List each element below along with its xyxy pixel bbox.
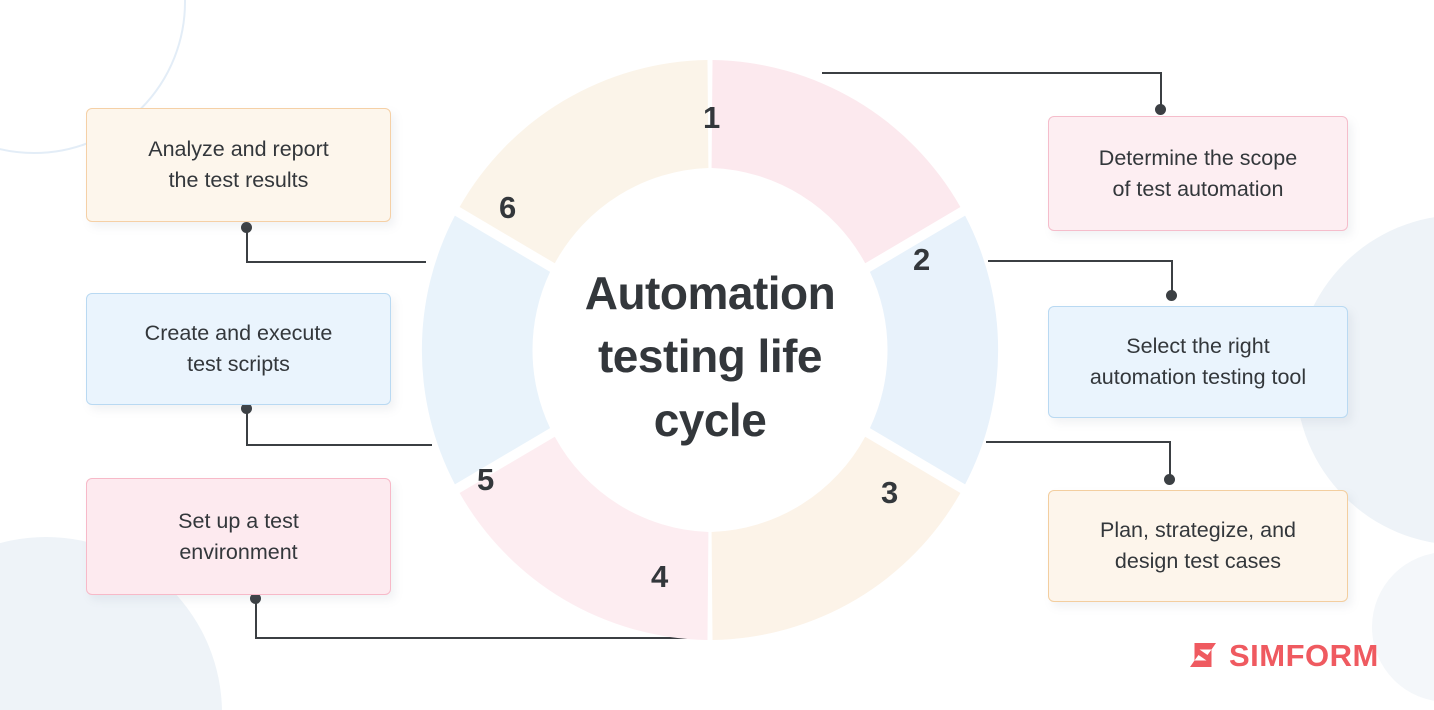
- donut-chart: 1 2 3 4 5 6: [420, 60, 1000, 640]
- connector-dot-step-3: [1164, 474, 1175, 485]
- connector-dot-step-6: [241, 222, 252, 233]
- step-box-6-label: Analyze and report the test results: [148, 134, 328, 195]
- donut-segment-4[interactable]: [459, 436, 709, 640]
- donut-segment-2[interactable]: [869, 215, 999, 485]
- step-box-3-line-2: design test cases: [1114, 549, 1282, 573]
- donut-number-3: 3: [881, 475, 899, 510]
- step-box-5[interactable]: Create and execute test scripts: [86, 293, 391, 405]
- connector-step-1-vertical: [1160, 72, 1162, 112]
- step-box-2-line-1: Select the right: [1126, 334, 1270, 359]
- connector-dot-step-5: [241, 403, 252, 414]
- donut-number-4: 4: [651, 559, 669, 594]
- donut-number-1: 1: [703, 100, 721, 135]
- center-title-line-1: Automation: [584, 267, 836, 319]
- step-box-5-label: Create and execute test scripts: [145, 318, 333, 379]
- connector-step-1-horizontal: [822, 72, 1162, 74]
- connector-step-4-horizontal: [255, 637, 705, 639]
- step-box-1[interactable]: Determine the scope of test automation: [1048, 116, 1348, 231]
- donut-segment-1[interactable]: [711, 60, 961, 264]
- connector-step-2-horizontal: [988, 260, 1173, 262]
- donut-number-5: 5: [477, 462, 495, 497]
- step-box-4-line-1: Set up a test: [178, 508, 299, 533]
- simform-logo-mark-icon: [1190, 643, 1216, 667]
- donut-segments: [421, 60, 999, 640]
- step-box-4-label: Set up a test environment: [178, 506, 299, 567]
- center-title-line-3: cycle: [653, 393, 767, 446]
- connector-step-3-horizontal: [986, 441, 1171, 443]
- step-box-2-line-2: automation testing tool: [1089, 365, 1307, 389]
- step-box-6-line-1: Analyze and report: [148, 137, 329, 162]
- donut-number-6: 6: [499, 190, 517, 225]
- step-box-3-line-1: Plan, strategize, and: [1099, 518, 1296, 543]
- chart-center-title: Automation testing life cycle: [530, 262, 890, 452]
- connector-dot-step-1: [1155, 104, 1166, 115]
- donut-segment-6[interactable]: [459, 60, 709, 264]
- step-box-5-line-2: test scripts: [187, 352, 290, 376]
- connector-step-3-vertical: [1169, 441, 1171, 480]
- step-box-4-line-2: environment: [179, 539, 298, 564]
- step-box-3[interactable]: Plan, strategize, and design test cases: [1048, 490, 1348, 602]
- connector-step-5-vertical: [246, 409, 248, 445]
- donut-segment-3[interactable]: [711, 436, 961, 640]
- step-box-5-line-1: Create and execute: [144, 321, 333, 346]
- connector-step-6-horizontal: [246, 261, 426, 263]
- simform-logo[interactable]: SIMFORM: [1186, 638, 1379, 672]
- step-box-6-line-2: the test results: [168, 168, 309, 192]
- connector-step-5-horizontal: [246, 444, 432, 446]
- connector-step-4-vertical: [255, 598, 257, 638]
- connector-dot-step-2: [1166, 290, 1177, 301]
- donut-chart-svg: [421, 60, 999, 640]
- step-box-1-line-2: of test automation: [1112, 176, 1284, 201]
- step-box-1-line-1: Determine the scope: [1098, 145, 1298, 170]
- simform-logo-text: SIMFORM: [1229, 637, 1379, 673]
- step-box-2-label: Select the right automation testing tool: [1090, 331, 1306, 392]
- step-box-3-label: Plan, strategize, and design test cases: [1100, 515, 1296, 576]
- donut-number-2: 2: [913, 242, 931, 277]
- step-box-6[interactable]: Analyze and report the test results: [86, 108, 391, 222]
- center-title-line-2: testing life: [597, 330, 823, 383]
- step-box-4[interactable]: Set up a test environment: [86, 478, 391, 595]
- step-box-1-label: Determine the scope of test automation: [1099, 143, 1297, 204]
- connector-step-6-vertical: [246, 228, 248, 262]
- decorative-circle-bottom-right: [1372, 552, 1434, 702]
- donut-segment-5[interactable]: [421, 215, 551, 485]
- connector-step-2-vertical: [1171, 260, 1173, 298]
- step-box-2[interactable]: Select the right automation testing tool: [1048, 306, 1348, 418]
